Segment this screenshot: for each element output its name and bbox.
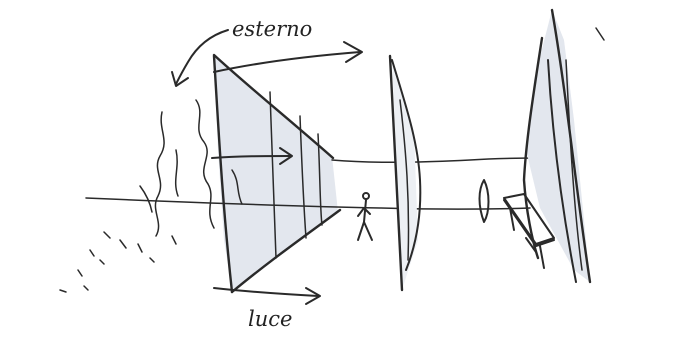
left-wedge-panel bbox=[214, 56, 338, 290]
left-wedge-bottom-edge bbox=[230, 208, 342, 294]
arrow-top-esterno bbox=[213, 41, 363, 73]
oval-object bbox=[478, 179, 490, 223]
right-panel-stray-mark bbox=[595, 27, 605, 41]
arrow-middle bbox=[211, 147, 293, 165]
right-panel-left-edge bbox=[522, 36, 544, 260]
middle-panel-left-edge bbox=[388, 54, 404, 292]
wedge-mullion-3 bbox=[317, 133, 323, 226]
vegetation-scribble bbox=[59, 99, 243, 293]
right-panel-inner-line-2 bbox=[565, 59, 583, 271]
right-panel-inner-line-1 bbox=[547, 59, 577, 283]
middle-panel bbox=[392, 58, 418, 290]
left-wedge-front-edge bbox=[212, 54, 234, 294]
human-figure bbox=[357, 192, 373, 241]
arrow-bottom-luce bbox=[213, 287, 321, 305]
middle-panel-right-edge bbox=[391, 59, 422, 271]
upper-ceiling-line bbox=[331, 157, 541, 164]
wedge-mullion-2 bbox=[299, 115, 307, 239]
label-luce: luce bbox=[248, 307, 292, 331]
right-panel bbox=[526, 10, 590, 282]
bench bbox=[503, 193, 555, 269]
wedge-mullion-1 bbox=[269, 91, 277, 259]
curved-pointer-esterno bbox=[171, 29, 229, 87]
label-esterno: esterno bbox=[232, 17, 312, 41]
middle-panel-inner-line bbox=[399, 99, 410, 261]
